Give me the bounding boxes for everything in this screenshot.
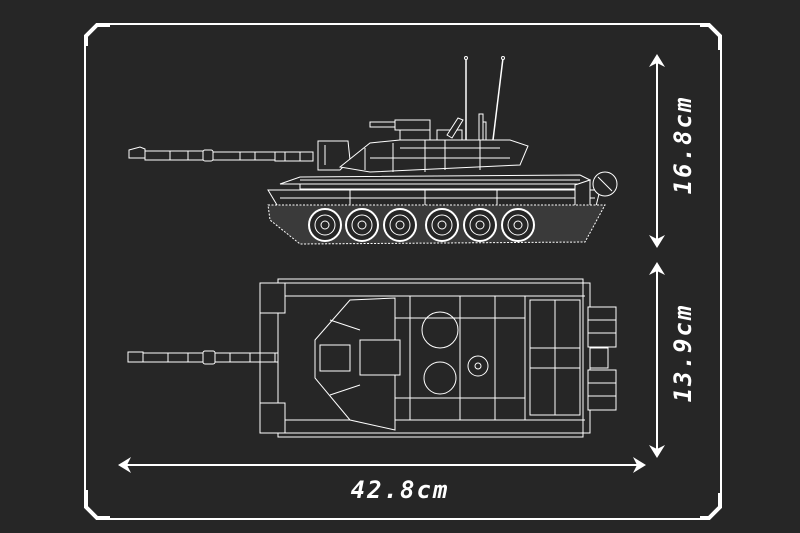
length-arrow [118,457,646,473]
width-label: 13.9cm [669,303,697,403]
height-arrow [649,54,665,248]
tank-top-view [127,278,617,438]
road-wheels [308,208,535,242]
length-label: 42.8cm [350,476,450,504]
frame-border [84,23,722,520]
tank-side-view [128,56,618,245]
width-arrow [649,262,665,458]
height-label: 16.8cm [669,95,697,195]
